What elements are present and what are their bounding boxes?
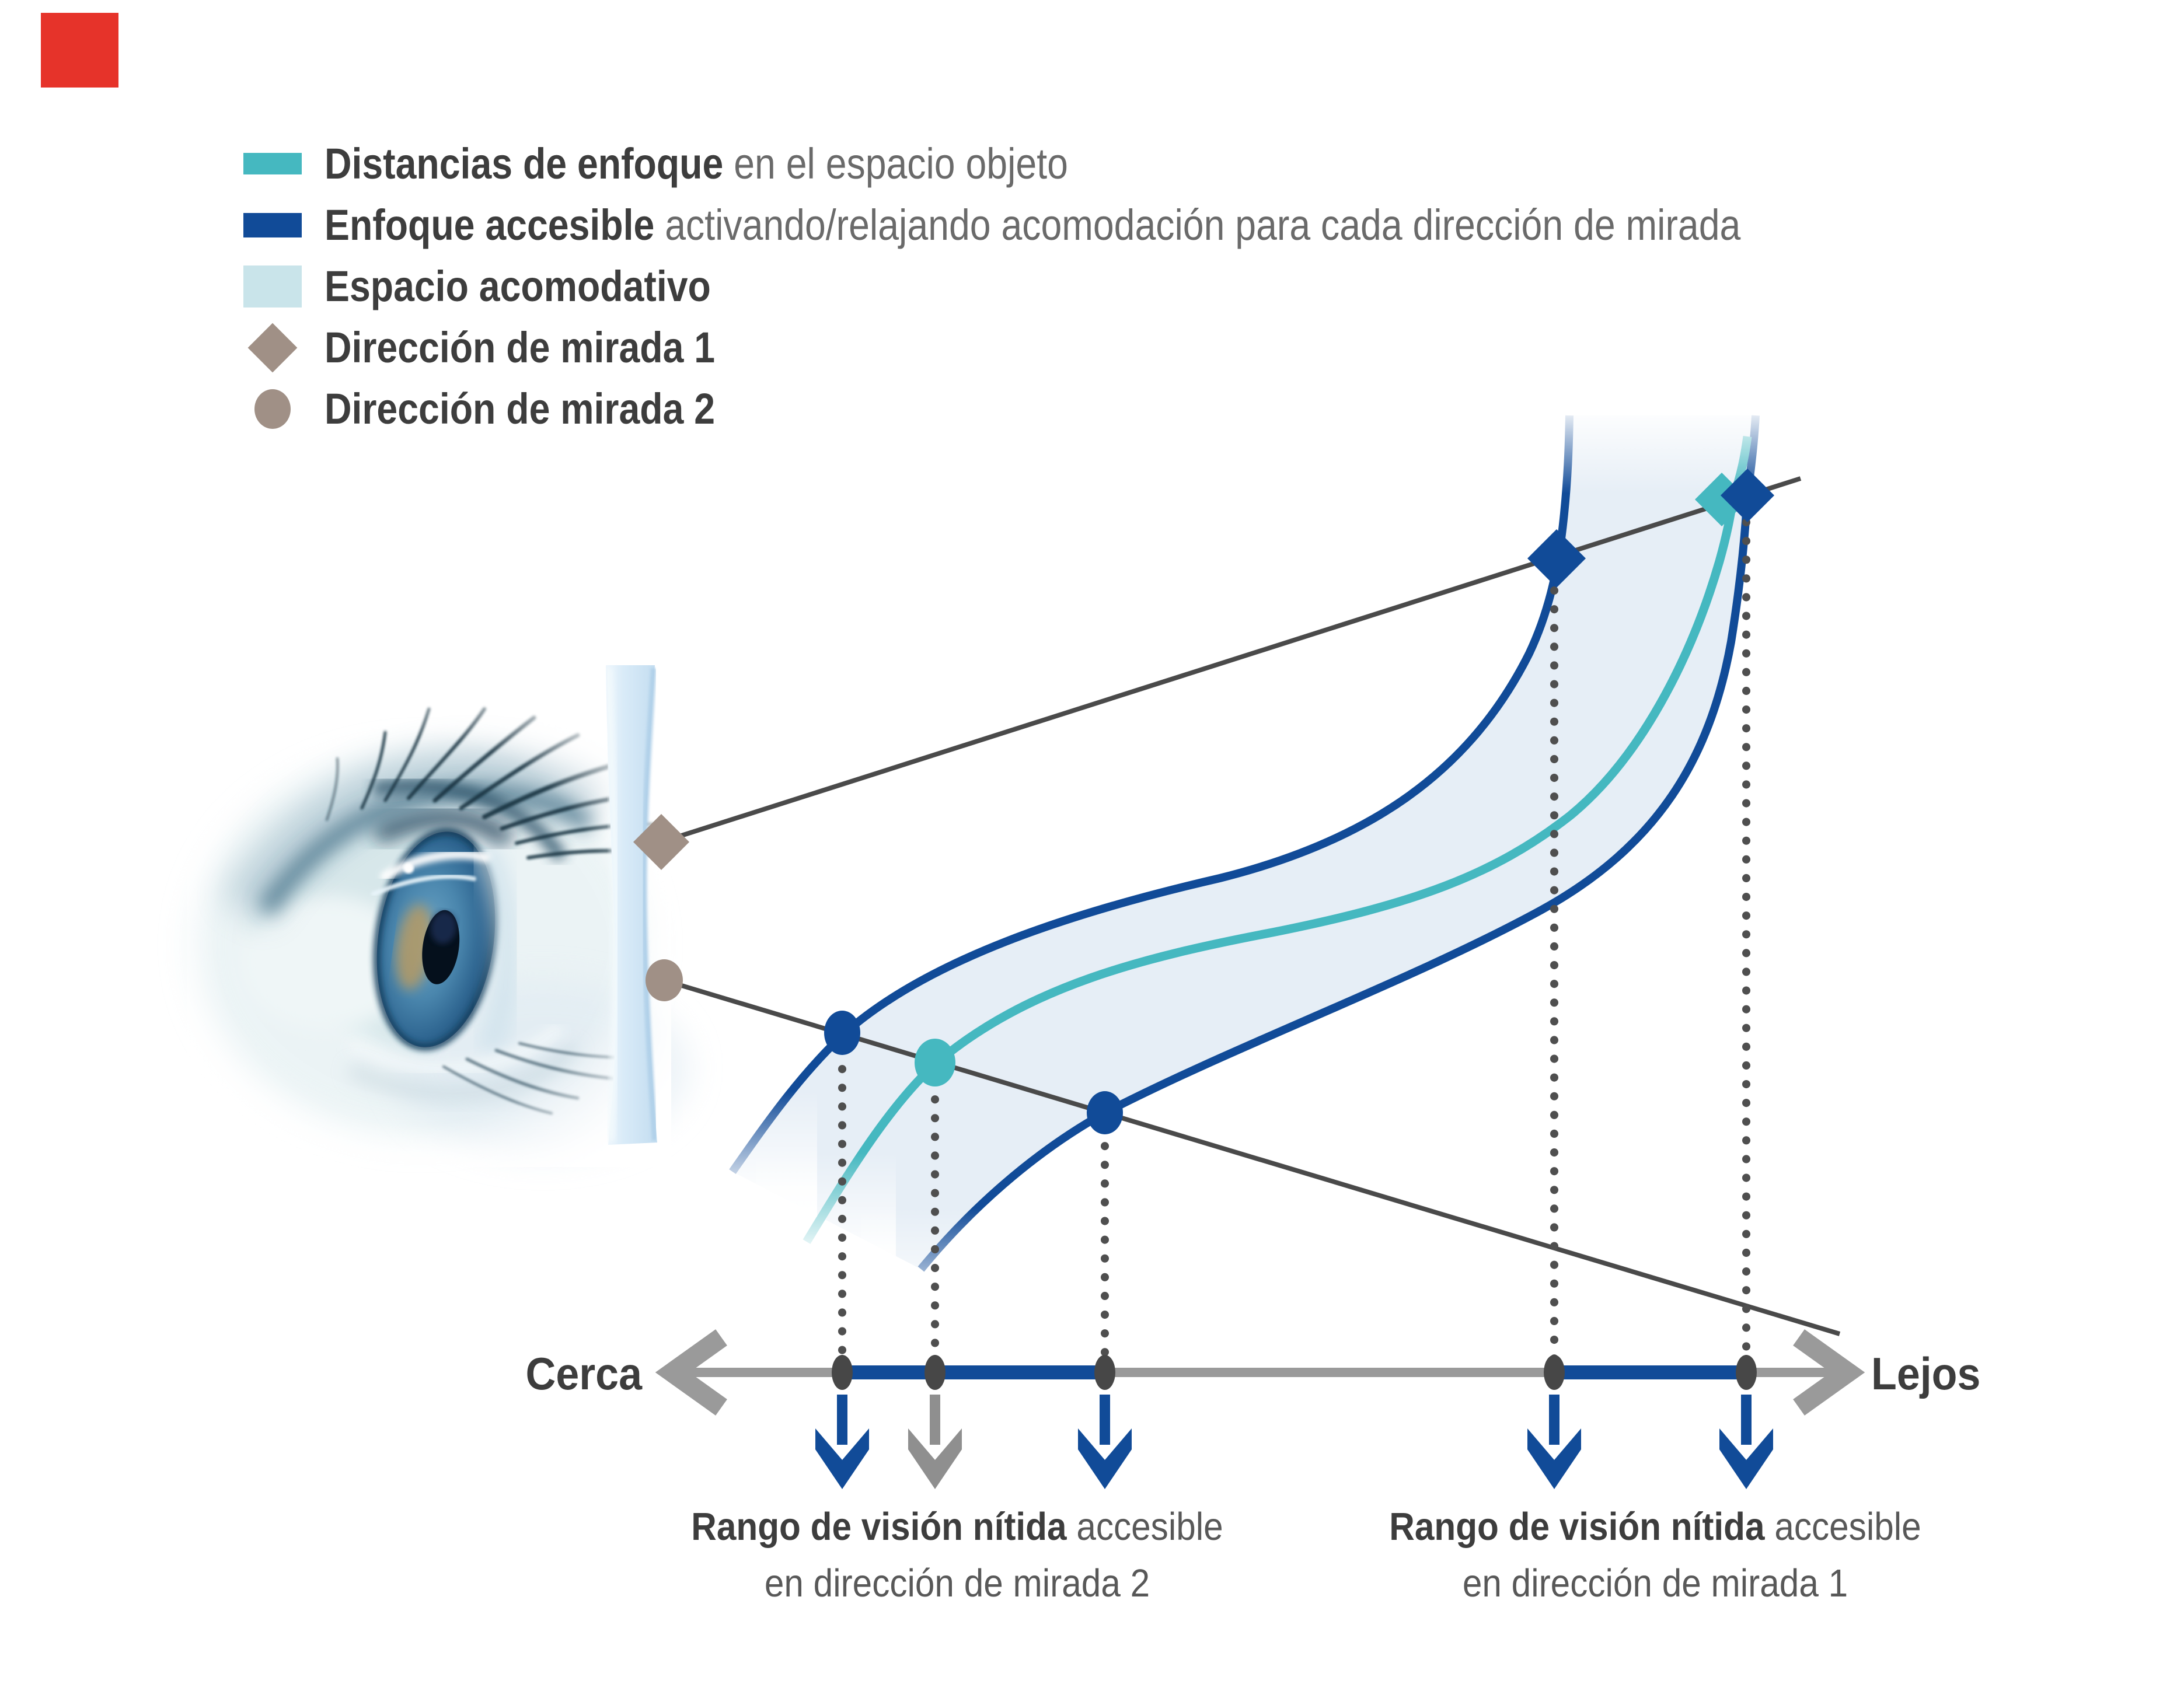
down-arrow-gray — [908, 1395, 962, 1489]
legend-item-accessible-focus: Enfoque accesible activando/relajando ac… — [243, 194, 1952, 256]
eye-vignette — [187, 694, 671, 1167]
far-focus-diamond-gaze1 — [1721, 469, 1774, 522]
gaze2-lens-circle — [646, 959, 683, 1001]
far-focus-dot-gaze2 — [1087, 1091, 1123, 1134]
axis-arrowhead-far — [1793, 1329, 1865, 1416]
lens-right-rim — [641, 668, 658, 1141]
red-corner-marker — [41, 13, 118, 88]
down-arrow-blue — [1527, 1395, 1581, 1489]
accommodative-space-fill — [732, 415, 1756, 1269]
caption-range-gaze1: Rango de visión nítida accesible en dire… — [1389, 1498, 1921, 1612]
caption-rest: accesible — [1774, 1505, 1921, 1549]
projection-dotted-lines — [838, 518, 1750, 1367]
legend-label-bold: Dirección de mirada 2 — [325, 384, 716, 433]
distance-axis — [655, 1329, 1865, 1489]
axis-dot — [832, 1355, 853, 1390]
legend-label: Dirección de mirada 2 — [325, 387, 715, 431]
legend-label-bold: Distancias de enfoque — [325, 139, 724, 188]
legend-item-accommodative-space: Espacio acomodativo — [243, 256, 1952, 317]
down-arrow-blue — [1719, 1395, 1773, 1489]
legend-label: Dirección de mirada 1 — [325, 326, 715, 369]
axis-dot — [1544, 1355, 1565, 1390]
caption-line2: en dirección de mirada 1 — [1462, 1561, 1848, 1606]
axis-arrowhead-near — [655, 1329, 727, 1416]
taupe-diamond-swatch — [247, 323, 298, 372]
light-blue-square-swatch — [243, 265, 302, 308]
axis-dot — [1094, 1355, 1115, 1390]
nominal-focus-dot-gaze2 — [915, 1039, 955, 1086]
gaze1-lens-diamond — [633, 814, 689, 870]
legend-label-rest: activando/relajando acomodación para cad… — [665, 200, 1741, 249]
near-focus-diamond-gaze1 — [1527, 529, 1586, 588]
legend-item-gaze-direction-2: Dirección de mirada 2 — [243, 378, 1952, 439]
legend-label: Espacio acomodativo — [325, 261, 711, 310]
legend-label-bold: Dirección de mirada 1 — [325, 323, 716, 372]
taupe-circle-swatch — [254, 389, 291, 429]
axis-dot — [924, 1355, 946, 1390]
gaze-line-2 — [663, 978, 1841, 1336]
near-focus-dot-gaze2 — [824, 1011, 860, 1055]
down-arrow-blue — [815, 1395, 869, 1489]
legend-label-bold: Espacio acomodativo — [325, 261, 711, 310]
legend-item-focus-distances: Distancias de enfoque en el espacio obje… — [243, 133, 1952, 194]
legend-label-bold: Enfoque accesible — [325, 200, 655, 249]
axis-label-near: Cerca — [525, 1348, 642, 1399]
range-arrows — [815, 1395, 1773, 1489]
caption-rest: accesible — [1076, 1505, 1223, 1549]
gaze-line-1 — [660, 476, 1802, 844]
caption-bold: Rango de visión nítida — [1389, 1505, 1765, 1549]
eye-photo — [187, 694, 689, 1167]
legend-label-rest: en el espacio objeto — [734, 139, 1068, 188]
teal-bar-swatch — [243, 153, 302, 174]
legend-label: Distancias de enfoque en el espacio obje… — [325, 142, 1068, 186]
caption-bold: Rango de visión nítida — [691, 1505, 1067, 1549]
lens-left-rim — [604, 668, 621, 1142]
dark-blue-bar-swatch — [243, 212, 302, 237]
axis-dot — [1736, 1355, 1757, 1390]
legend: Distancias de enfoque en el espacio obje… — [243, 133, 1952, 439]
spectacle-lens — [604, 665, 658, 1145]
down-arrow-blue — [1078, 1395, 1132, 1489]
legend-item-gaze-direction-1: Dirección de mirada 1 — [243, 317, 1952, 378]
caption-line2: en dirección de mirada 2 — [764, 1561, 1150, 1606]
caption-range-gaze2: Rango de visión nítida accesible en dire… — [691, 1498, 1223, 1612]
axis-label-far: Lejos — [1871, 1348, 1981, 1399]
axis-tick-dots — [832, 1355, 1757, 1390]
legend-label: Enfoque accesible activando/relajando ac… — [325, 200, 1741, 249]
